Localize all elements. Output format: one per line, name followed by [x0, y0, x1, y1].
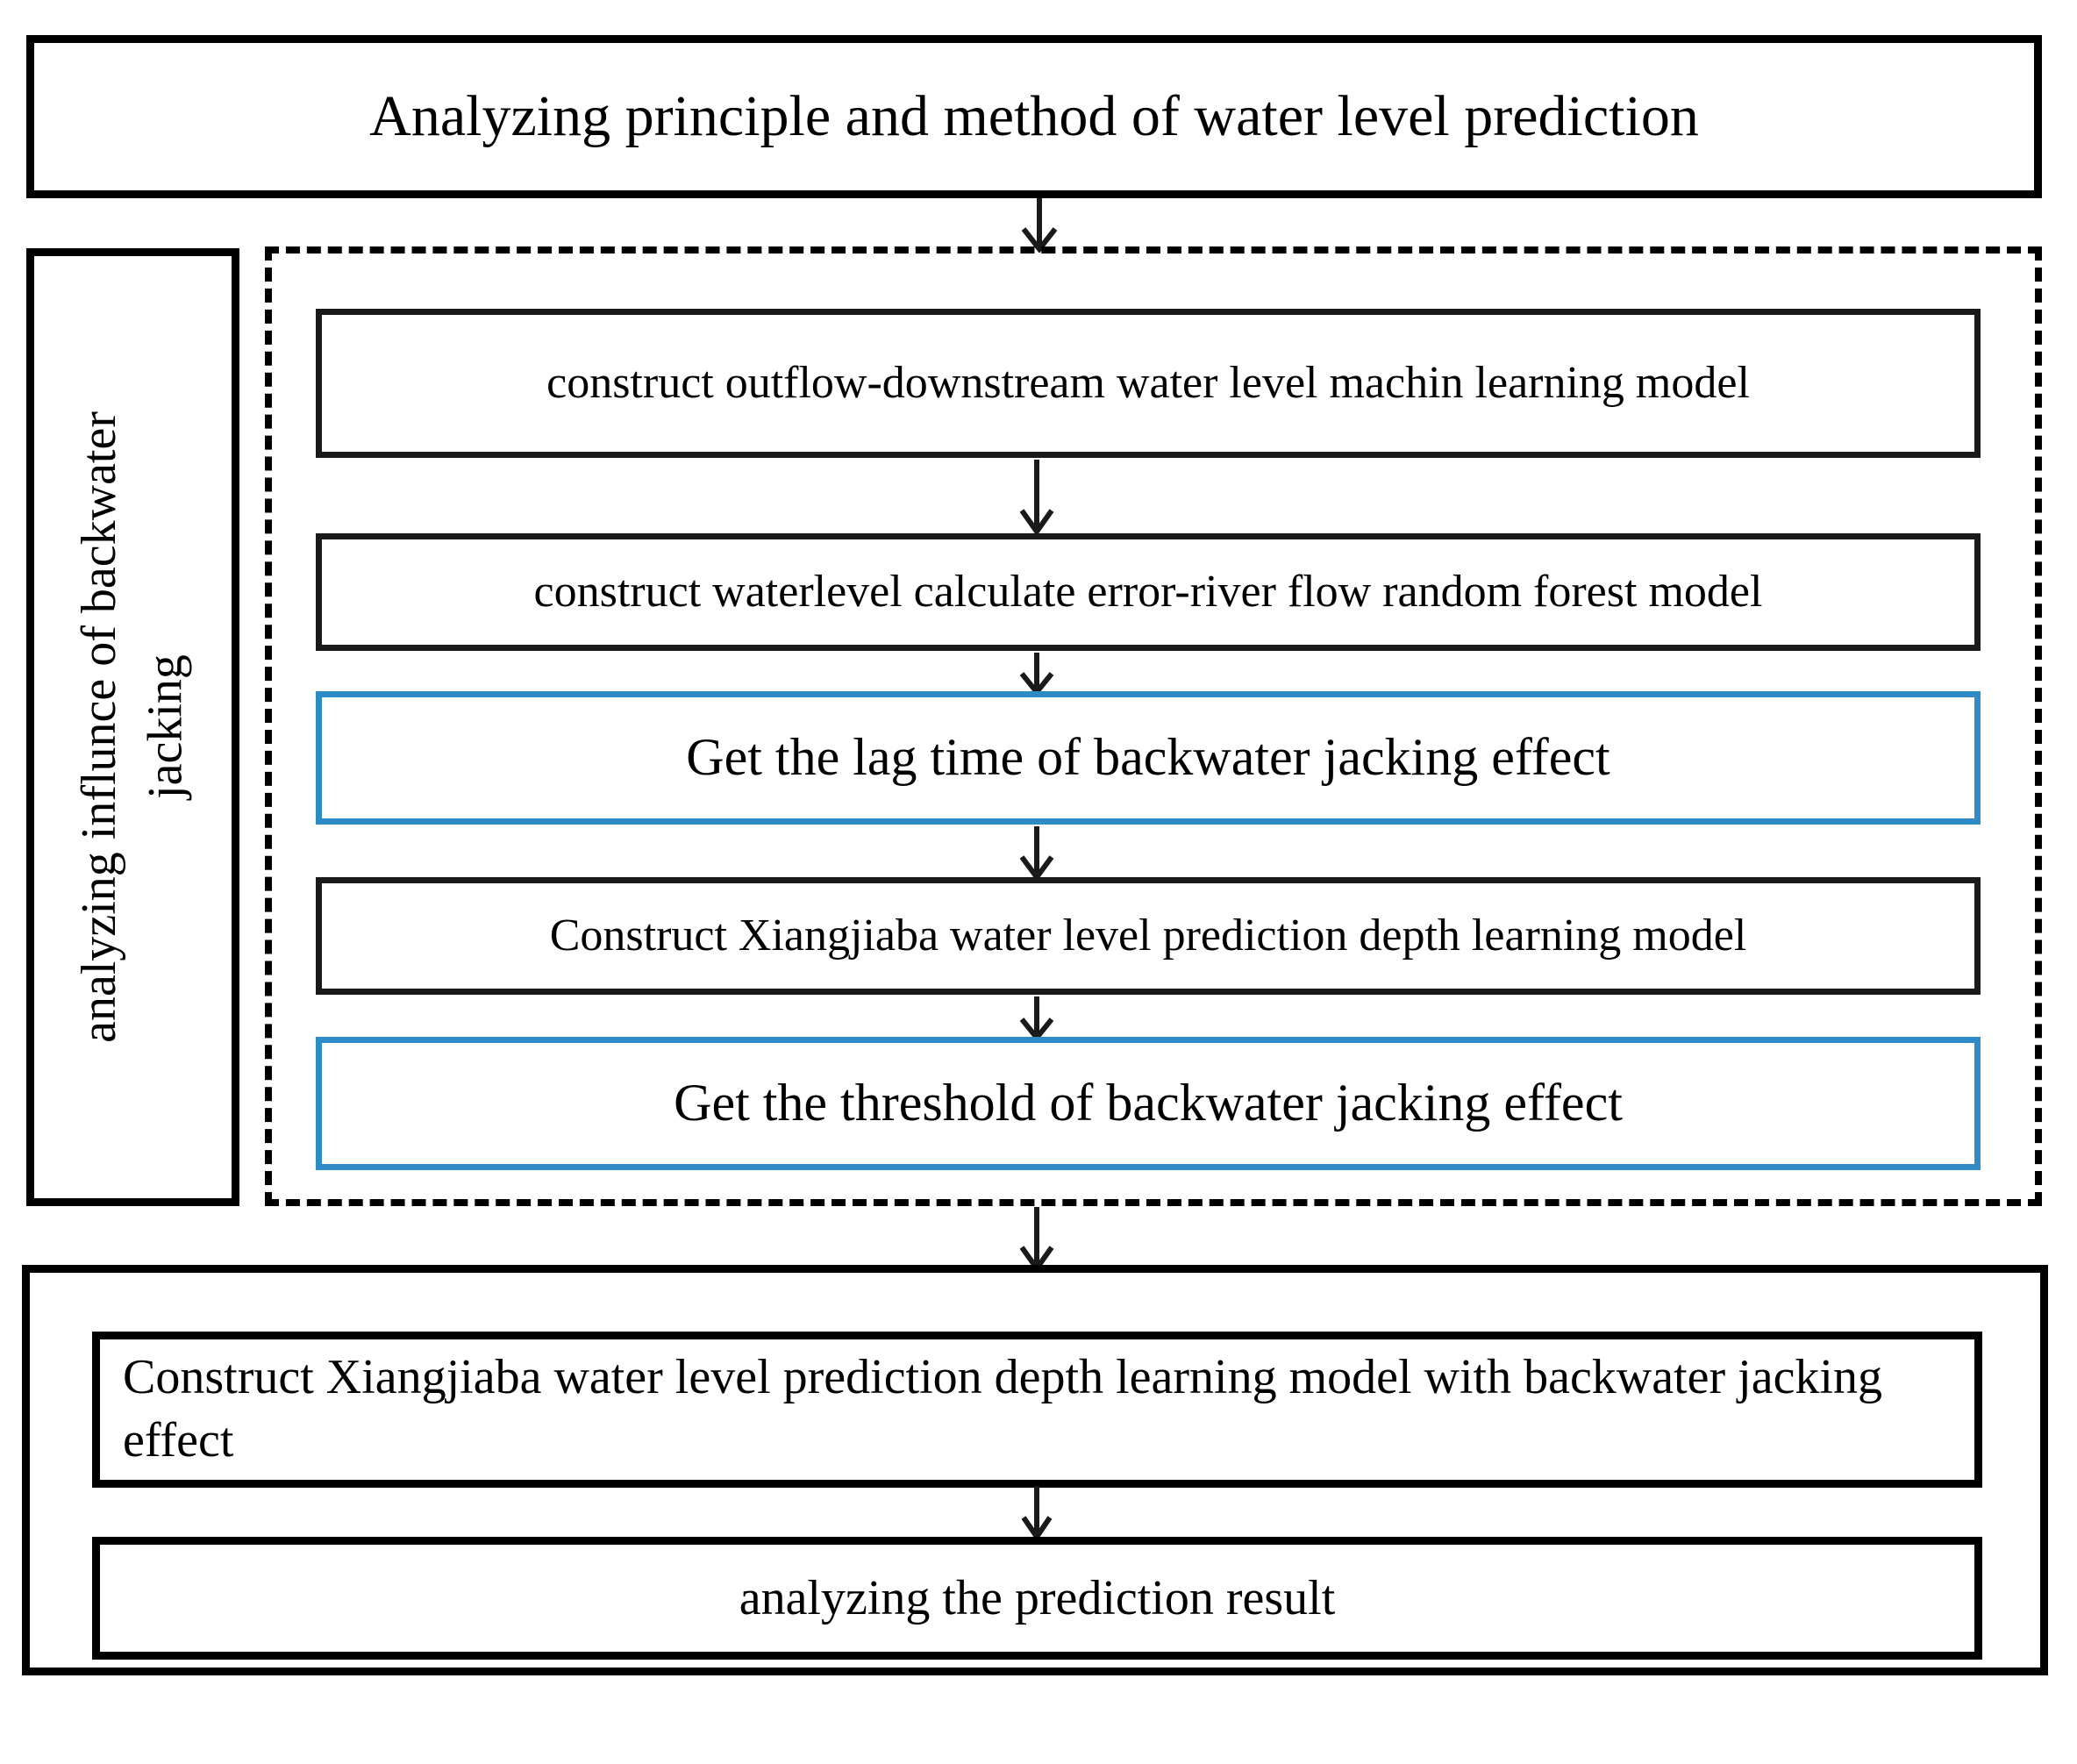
connector-title-to-group	[1009, 198, 1070, 253]
sidebar-label-text: analyzing influnce of backwater jacking	[71, 411, 193, 1043]
process-box-label: construct waterlevel calculate error-riv…	[533, 567, 1763, 618]
result-box-label: Construct Xiangjiaba water level predict…	[123, 1350, 1882, 1468]
process-box-get-threshold[interactable]: Get the threshold of backwater jacking e…	[316, 1037, 1981, 1170]
process-box-label: Get the threshold of backwater jacking e…	[674, 1074, 1623, 1132]
sidebar-backwater-jacking-panel: analyzing influnce of backwater jacking	[26, 248, 239, 1206]
process-box-construct-random-forest-model[interactable]: construct waterlevel calculate error-riv…	[316, 533, 1981, 651]
result-box-final-model[interactable]: Construct Xiangjiaba water level predict…	[92, 1332, 1982, 1488]
process-box-construct-outflow-model[interactable]: construct outflow-downstream water level…	[316, 309, 1981, 458]
process-box-get-lag-time[interactable]: Get the lag time of backwater jacking ef…	[316, 691, 1981, 825]
process-box-label: Get the lag time of backwater jacking ef…	[686, 728, 1610, 787]
process-box-label: Construct Xiangjiaba water level predict…	[549, 911, 1747, 961]
result-box-analyze-result[interactable]: analyzing the prediction result	[92, 1537, 1982, 1660]
result-box-label: analyzing the prediction result	[739, 1570, 1336, 1625]
page-title: Analyzing principle and method of water …	[26, 35, 2042, 198]
process-box-label: construct outflow-downstream water level…	[546, 358, 1750, 409]
process-box-construct-depth-learning-model[interactable]: Construct Xiangjiaba water level predict…	[316, 877, 1981, 995]
dashed-group-frame	[265, 246, 2042, 1206]
connector-group-to-result1	[1010, 1207, 1063, 1272]
page-title-text: Analyzing principle and method of water …	[369, 83, 1699, 148]
